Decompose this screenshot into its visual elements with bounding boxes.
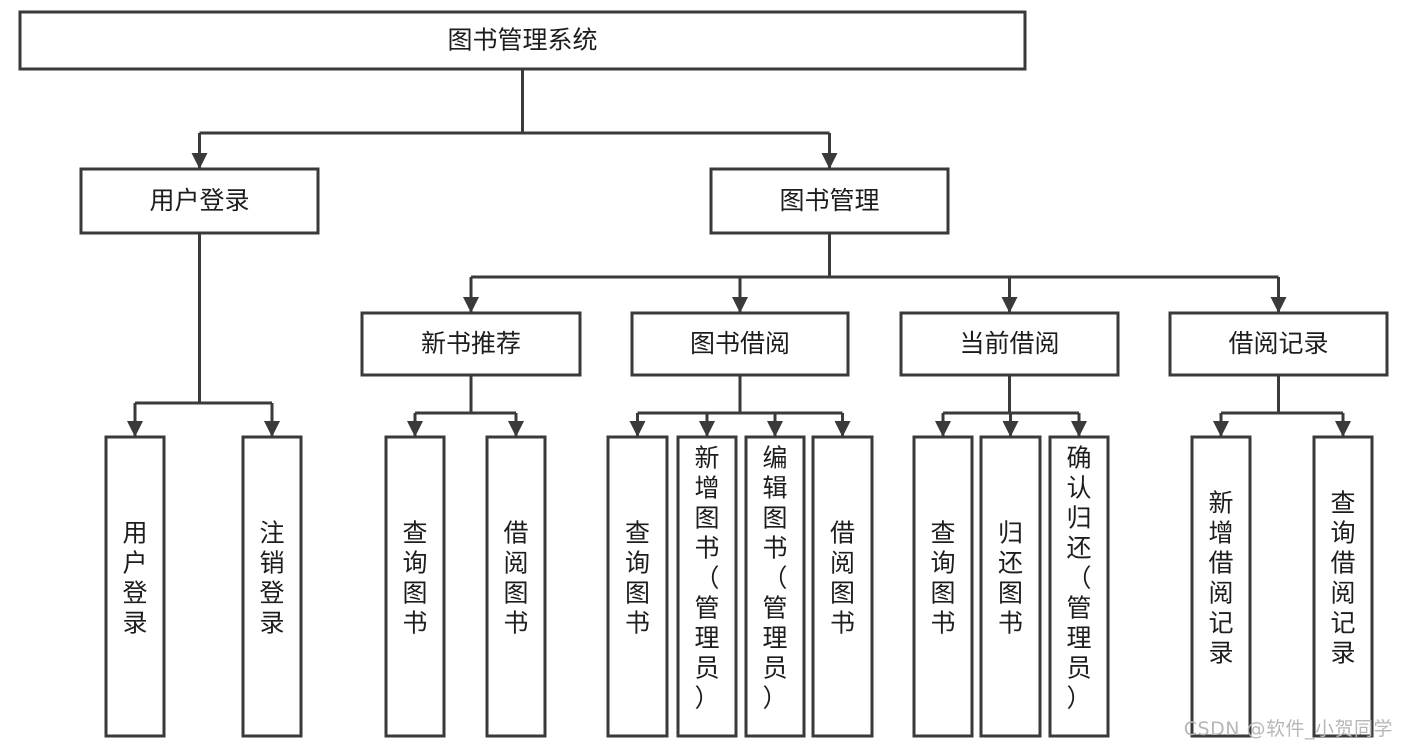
arrow-head-leaf-borrow-book-1 xyxy=(508,421,524,437)
node-box-leaf-confirm-return-admin xyxy=(1048,435,1110,738)
node-box-leaf-logout-login xyxy=(241,435,303,738)
arrow-head-leaf-query-book-1 xyxy=(407,421,423,437)
arrow-head-leaf-borrow-book-2 xyxy=(834,421,851,437)
node-leaf-query-borrow-record[interactable]: 查询借阅记录 xyxy=(1312,435,1374,738)
node-leaf-logout-login[interactable]: 注销登录 xyxy=(241,435,303,738)
node-leaf-query-book-1[interactable]: 查询图书 xyxy=(384,435,446,738)
arrow-head-current-borrow xyxy=(1001,297,1018,313)
node-label-leaf-query-book-1: 查询图书 xyxy=(402,519,427,638)
node-label-leaf-logout-login: 注销登录 xyxy=(259,519,284,638)
arrow-head-leaf-query-book-2 xyxy=(629,421,646,437)
arrow-head-leaf-add-borrow-record xyxy=(1213,421,1229,437)
node-leaf-return-book[interactable]: 归还图书 xyxy=(979,435,1042,738)
node-book-manage[interactable]: 图书管理 xyxy=(709,167,950,235)
node-box-leaf-borrow-book-2 xyxy=(811,435,874,738)
node-label-current-borrow: 当前借阅 xyxy=(959,329,1059,358)
arrow-head-leaf-edit-book-admin xyxy=(767,421,783,437)
node-box-borrow-record xyxy=(1168,311,1389,377)
node-label-leaf-borrow-book-2: 借阅图书 xyxy=(830,519,855,638)
node-leaf-confirm-return-admin[interactable]: 确认归还（管理员） xyxy=(1048,435,1110,738)
node-label-leaf-user-login: 用户登录 xyxy=(122,519,147,638)
connector-layer xyxy=(127,69,1351,437)
node-box-book-borrow xyxy=(630,311,850,377)
arrow-head-leaf-user-login xyxy=(127,421,143,437)
arrow-head-leaf-return-book xyxy=(1002,421,1019,437)
arrow-head-borrow-record xyxy=(1270,297,1287,313)
node-label-leaf-add-borrow-record: 新增借阅记录 xyxy=(1208,489,1233,668)
node-leaf-user-login[interactable]: 用户登录 xyxy=(104,435,166,738)
node-box-leaf-query-book-1 xyxy=(384,435,446,738)
node-box-leaf-query-book-2 xyxy=(606,435,669,738)
node-leaf-edit-book-admin[interactable]: 编辑图书（管理员） xyxy=(744,435,806,738)
node-label-new-book-recommend: 新书推荐 xyxy=(421,329,521,358)
node-layer: 图书管理系统用户登录图书管理新书推荐图书借阅当前借阅借阅记录用户登录注销登录查询… xyxy=(18,10,1389,738)
node-label-leaf-edit-book-admin: 编辑图书（管理员） xyxy=(762,444,787,713)
node-box-leaf-user-login xyxy=(104,435,166,738)
node-label-leaf-query-book-2: 查询图书 xyxy=(625,519,650,638)
node-label-leaf-query-book-3: 查询图书 xyxy=(930,519,955,638)
arrow-head-leaf-confirm-return-admin xyxy=(1071,421,1087,437)
node-leaf-query-book-3[interactable]: 查询图书 xyxy=(912,435,974,738)
node-borrow-record[interactable]: 借阅记录 xyxy=(1168,311,1389,377)
node-label-leaf-confirm-return-admin: 确认归还（管理员） xyxy=(1066,444,1091,713)
node-box-user-login xyxy=(79,167,320,235)
node-current-borrow[interactable]: 当前借阅 xyxy=(899,311,1120,377)
node-book-borrow[interactable]: 图书借阅 xyxy=(630,311,850,377)
arrow-head-leaf-query-borrow-record xyxy=(1335,421,1351,437)
node-label-book-borrow: 图书借阅 xyxy=(690,329,790,358)
node-box-current-borrow xyxy=(899,311,1120,377)
node-box-book-manage xyxy=(709,167,950,235)
arrow-head-leaf-query-book-3 xyxy=(935,421,951,437)
node-box-leaf-return-book xyxy=(979,435,1042,738)
arrow-head-new-book-recommend xyxy=(463,297,479,313)
node-label-leaf-borrow-book-1: 借阅图书 xyxy=(503,519,528,638)
arrow-head-book-borrow xyxy=(732,297,748,313)
node-new-book-recommend[interactable]: 新书推荐 xyxy=(360,311,582,377)
arrow-head-book-manage xyxy=(821,153,838,169)
node-label-borrow-record: 借阅记录 xyxy=(1228,329,1328,358)
node-label-leaf-query-borrow-record: 查询借阅记录 xyxy=(1330,489,1355,668)
node-box-leaf-query-book-3 xyxy=(912,435,974,738)
node-box-leaf-borrow-book-1 xyxy=(485,435,547,738)
node-leaf-query-book-2[interactable]: 查询图书 xyxy=(606,435,669,738)
node-label-user-login: 用户登录 xyxy=(149,186,249,215)
node-leaf-add-borrow-record[interactable]: 新增借阅记录 xyxy=(1190,435,1252,738)
node-label-leaf-return-book: 归还图书 xyxy=(998,519,1023,638)
node-box-root xyxy=(18,10,1027,71)
node-box-leaf-query-borrow-record xyxy=(1312,435,1374,738)
node-leaf-borrow-book-2[interactable]: 借阅图书 xyxy=(811,435,874,738)
arrow-head-leaf-add-book-admin xyxy=(699,421,715,437)
node-box-new-book-recommend xyxy=(360,311,582,377)
node-root[interactable]: 图书管理系统 xyxy=(18,10,1027,71)
node-label-leaf-add-book-admin: 新增图书（管理员） xyxy=(694,444,719,713)
arrow-head-leaf-logout-login xyxy=(264,421,280,437)
arrow-head-user-login xyxy=(191,153,208,169)
node-leaf-borrow-book-1[interactable]: 借阅图书 xyxy=(485,435,547,738)
node-label-book-manage: 图书管理 xyxy=(779,186,879,215)
node-box-leaf-add-borrow-record xyxy=(1190,435,1252,738)
node-user-login[interactable]: 用户登录 xyxy=(79,167,320,235)
csdn-watermark: CSDN @软件_小贺同学 xyxy=(1183,718,1393,740)
node-box-leaf-edit-book-admin xyxy=(744,435,806,738)
node-leaf-add-book-admin[interactable]: 新增图书（管理员） xyxy=(676,435,738,738)
node-label-root: 图书管理系统 xyxy=(447,26,597,55)
node-box-leaf-add-book-admin xyxy=(676,435,738,738)
